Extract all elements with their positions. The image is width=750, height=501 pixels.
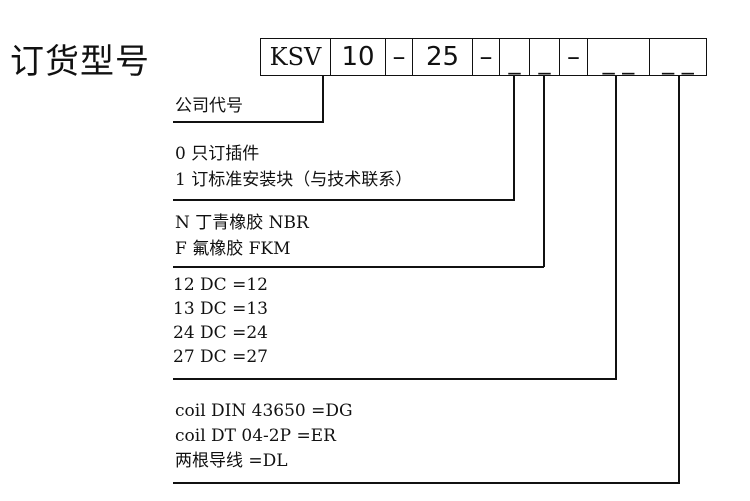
- leader-voltage-vertical: [615, 76, 617, 380]
- voltage-12: 12 DC =12: [173, 275, 268, 295]
- connector-din: coil DIN 43650 =DG: [175, 401, 353, 421]
- code-cell-text: –: [567, 42, 580, 72]
- code-cell-separator: –: [559, 38, 587, 76]
- code-cell-separator: –: [385, 38, 412, 76]
- voltage-27: 27 DC =27: [173, 347, 268, 367]
- voltage-13: 13 DC =13: [173, 299, 268, 319]
- code-cell-text: _ _: [662, 47, 694, 75]
- seal-nbr: N 丁青橡胶 NBR: [175, 213, 309, 233]
- code-cell-connector: _ _: [649, 38, 707, 76]
- leader-voltage-horizontal: [173, 378, 616, 380]
- option-with-block: 1 订标准安装块（与技术联系）: [175, 170, 413, 190]
- code-cell-series: KSV: [260, 38, 330, 76]
- code-cell-voltage: _ _: [587, 38, 649, 76]
- connector-dt: coil DT 04-2P =ER: [175, 426, 336, 446]
- leader-option-horizontal: [173, 199, 514, 201]
- leader-company-vertical: [322, 76, 324, 122]
- code-cell-text: –: [392, 42, 406, 72]
- leader-seal-horizontal: [173, 266, 544, 268]
- page-title: 订货型号: [10, 42, 150, 82]
- voltage-24: 24 DC =24: [173, 323, 268, 343]
- code-cell-text: _: [508, 47, 521, 75]
- seal-fkm: F 氟橡胶 FKM: [175, 239, 291, 259]
- code-cell-text: –: [479, 42, 493, 72]
- code-cell-text: _ _: [602, 47, 635, 75]
- code-cell-text: 25: [425, 42, 460, 72]
- code-cell-text: _: [538, 47, 551, 75]
- code-cell-option: _: [499, 38, 529, 76]
- leader-connector-horizontal: [173, 482, 679, 484]
- connector-wire: 两根导线 =DL: [175, 451, 288, 471]
- leader-seal-vertical: [543, 76, 545, 267]
- leader-option-vertical: [513, 76, 515, 201]
- code-cell-pressure: 25: [412, 38, 472, 76]
- option-plugin-only: 0 只订插件: [175, 144, 260, 164]
- code-cell-size: 10: [330, 38, 385, 76]
- company-code-label: 公司代号: [175, 96, 243, 116]
- leader-company-horizontal: [173, 121, 324, 123]
- leader-connector-vertical: [678, 76, 680, 484]
- code-cell-text: 10: [341, 42, 375, 72]
- code-cell-separator: –: [472, 38, 499, 76]
- code-cell-seal: _: [529, 38, 559, 76]
- code-cell-text: KSV: [269, 43, 322, 71]
